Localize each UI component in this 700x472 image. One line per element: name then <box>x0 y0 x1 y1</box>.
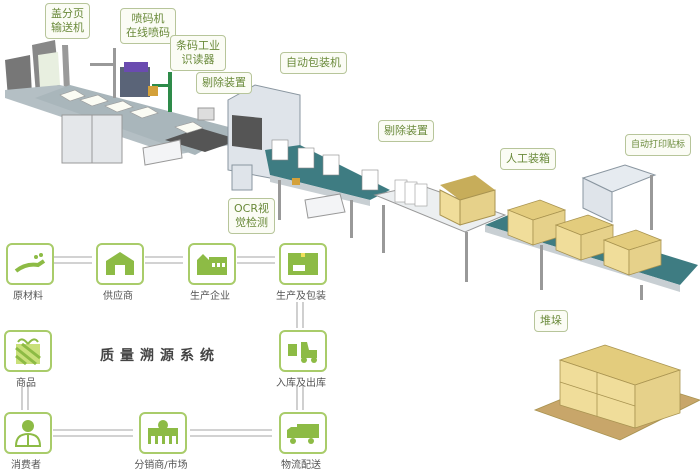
node-logistics <box>279 412 327 454</box>
inkjet-printer <box>90 48 150 98</box>
hand-leaf-icon <box>14 253 46 273</box>
callout-feeder: 盖分页 输送机 <box>45 3 90 39</box>
label-goods: 商品 <box>16 378 36 389</box>
node-consumer <box>4 412 52 454</box>
market-icon <box>148 420 178 444</box>
node-factory <box>188 243 236 285</box>
label-distributor: 分销商/市场 <box>134 460 188 471</box>
node-distributor <box>139 412 187 454</box>
label-supplier: 供应商 <box>103 291 133 302</box>
forklift-icon <box>288 342 317 363</box>
gift-icon <box>15 338 41 366</box>
label-factory: 生产企业 <box>190 291 230 302</box>
truck-icon <box>287 424 319 444</box>
warehouse-icon <box>106 252 134 275</box>
factory-icon <box>197 254 227 275</box>
diagram-title: 质量溯源系统 <box>100 348 220 364</box>
flow-arrows <box>21 256 304 437</box>
package-icon <box>288 253 318 275</box>
packing-table <box>373 175 507 282</box>
callout-inkjet: 喷码机 在线喷码 <box>120 8 176 44</box>
label-packing: 生产及包装 <box>276 291 326 302</box>
conveyor-1 <box>5 85 240 166</box>
label-consumer: 消费者 <box>11 460 41 471</box>
node-warehouse <box>279 330 327 372</box>
label-warehouse: 入库及出库 <box>276 378 326 389</box>
label-logistics: 物流配送 <box>281 460 321 471</box>
cartons <box>506 199 663 276</box>
node-supplier <box>96 243 144 285</box>
node-packing <box>279 243 327 285</box>
label-printer <box>581 164 657 230</box>
callout-reject-2: 剔除装置 <box>378 120 434 142</box>
node-raw-material <box>6 243 54 285</box>
callout-ocr: OCR视 觉检测 <box>228 198 275 234</box>
callout-auto-labeler: 自动打印贴标 <box>625 134 692 156</box>
conveyor-2 <box>265 139 390 238</box>
pallet-stack <box>533 344 700 441</box>
callout-packing-machine: 自动包装机 <box>280 52 347 74</box>
consumer-icon <box>14 420 42 447</box>
node-goods <box>4 330 52 372</box>
callout-stacking: 堆垛 <box>534 310 568 332</box>
reject-device-1 <box>197 107 215 121</box>
barcode-reader <box>148 72 172 112</box>
feeder-machine <box>5 40 70 98</box>
callout-manual-boxing: 人工装箱 <box>500 148 556 170</box>
label-raw-material: 原材料 <box>13 291 43 302</box>
callout-reject-1: 剔除装置 <box>196 72 252 94</box>
callout-barcode-reader: 条码工业 识读器 <box>170 35 226 71</box>
